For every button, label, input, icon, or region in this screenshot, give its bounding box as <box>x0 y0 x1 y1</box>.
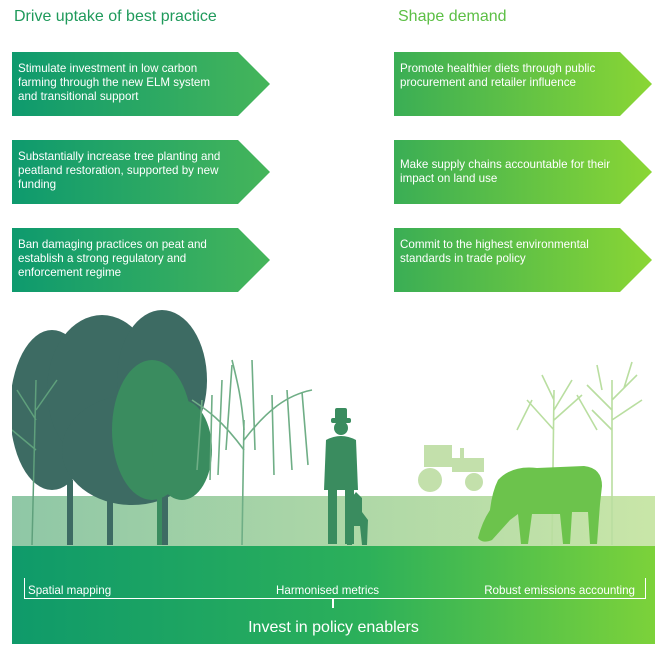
heading-best-practice: Drive uptake of best practice <box>14 8 217 25</box>
policy-enablers-label: Invest in policy enablers <box>248 619 419 636</box>
enablers-bracket <box>24 578 646 599</box>
arrow-text: Stimulate investment in low carbon farmi… <box>18 62 211 103</box>
arrow-box-healthier-diets: Promote healthier diets through public p… <box>394 52 652 116</box>
heading-shape-demand: Shape demand <box>398 8 507 25</box>
arrow-text: Promote healthier diets through public p… <box>400 62 596 89</box>
arrow-box-tree-planting: Substantially increase tree planting and… <box>12 140 270 204</box>
tractor-icon <box>418 445 484 492</box>
enabler-spatial-mapping: Spatial mapping <box>28 584 112 597</box>
arrow-box-elm-investment: Stimulate investment in low carbon farmi… <box>12 52 270 116</box>
thin-tree-icon <box>12 379 58 546</box>
enabler-emissions-accounting: Robust emissions accounting <box>484 584 635 597</box>
willow-tree-icon <box>191 359 313 546</box>
arrow-text: Substantially increase tree planting and… <box>18 150 221 191</box>
policy-enablers-band: Spatial mapping Harmonised metrics Robus… <box>12 546 655 644</box>
arrow-text: Commit to the highest environmental stan… <box>400 238 589 265</box>
enablers-bracket-tick <box>332 598 334 608</box>
green-tree-icon <box>112 360 212 545</box>
dog-icon <box>347 492 368 545</box>
arrow-box-ban-peat: Ban damaging practices on peat and estab… <box>12 228 270 292</box>
cow-icon <box>478 466 602 544</box>
arrow-text: Ban damaging practices on peat and estab… <box>18 238 207 279</box>
arrow-box-trade-policy: Commit to the highest environmental stan… <box>394 228 652 292</box>
arrow-box-supply-chains: Make supply chains accountable for their… <box>394 140 652 204</box>
landscape-illustration <box>12 310 655 546</box>
enabler-harmonised-metrics: Harmonised metrics <box>276 584 380 597</box>
arrow-text: Make supply chains accountable for their… <box>400 158 611 185</box>
